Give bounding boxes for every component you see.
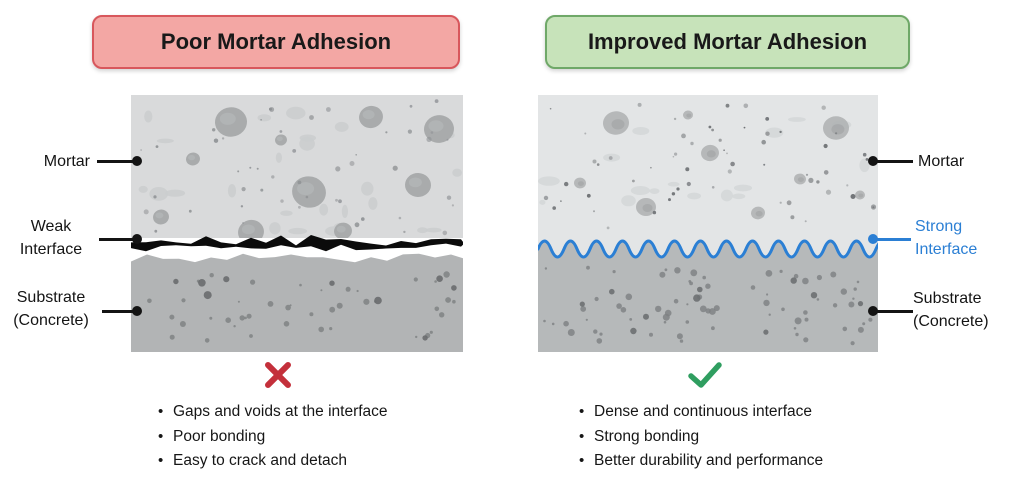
strong-interface-label: Strong Interface — [915, 218, 978, 258]
bullet-item: Better durability and performance — [579, 449, 823, 474]
left-substrate-label: Substrate (Concrete) — [13, 289, 89, 329]
poor-adhesion-title-box: Poor Mortar Adhesion — [92, 15, 460, 69]
check-icon — [686, 360, 724, 390]
improved-adhesion-bullet-list: Dense and continuous interface Strong bo… — [579, 400, 823, 474]
right-mortar-connector-dot — [868, 156, 878, 166]
bullet-item: Poor bonding — [158, 425, 388, 450]
strong-interface-connector-line — [876, 238, 911, 241]
bullet-item: Gaps and voids at the interface — [158, 400, 388, 425]
right-mortar-label: Mortar — [918, 153, 965, 170]
poor-adhesion-micrograph — [131, 95, 463, 352]
improved-adhesion-title-box: Improved Mortar Adhesion — [545, 15, 910, 69]
left-mortar-connector-dot — [132, 156, 142, 166]
improved-adhesion-title: Improved Mortar Adhesion — [587, 29, 868, 54]
left-substrate-connector-line — [102, 310, 134, 313]
weak-interface-connector-line — [99, 238, 134, 241]
right-mortar-connector-line — [876, 160, 913, 163]
right-substrate-connector-dot — [868, 306, 878, 316]
right-substrate-label: Substrate (Concrete) — [913, 290, 989, 330]
bullet-item: Strong bonding — [579, 425, 823, 450]
improved-adhesion-micrograph — [538, 95, 878, 352]
left-substrate-connector-dot — [132, 306, 142, 316]
bullet-item: Dense and continuous interface — [579, 400, 823, 425]
left-mortar-label: Mortar — [43, 153, 90, 170]
poor-adhesion-title: Poor Mortar Adhesion — [160, 29, 392, 54]
weak-interface-label: Weak Interface — [19, 218, 83, 258]
x-icon — [261, 358, 295, 392]
weak-interface-connector-dot — [132, 234, 142, 244]
bullet-item: Easy to crack and detach — [158, 449, 388, 474]
left-mortar-connector-line — [97, 160, 134, 163]
strong-interface-connector-dot — [868, 234, 878, 244]
poor-adhesion-bullet-list: Gaps and voids at the interface Poor bon… — [158, 400, 388, 474]
right-substrate-connector-line — [876, 310, 913, 313]
